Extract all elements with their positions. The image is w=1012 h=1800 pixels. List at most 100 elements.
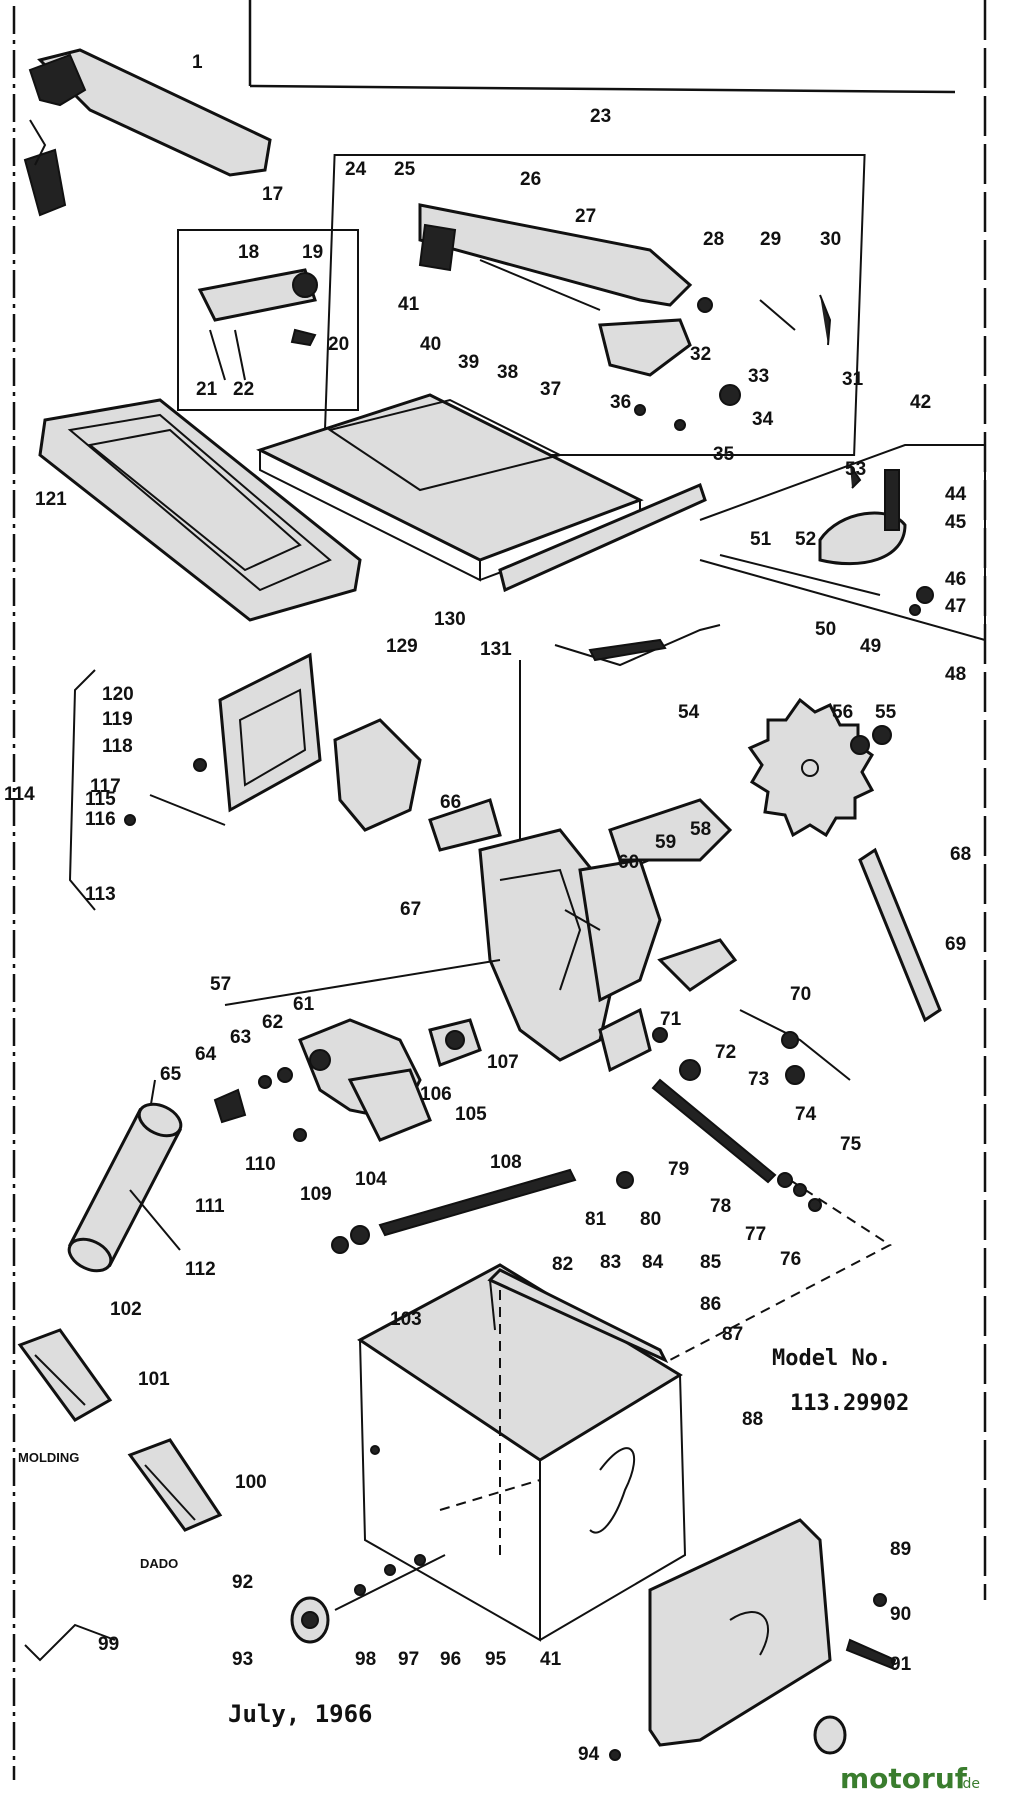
rip-fence-part	[323, 154, 866, 456]
part-label-81: 81	[585, 1209, 607, 1230]
table-top-part	[256, 393, 707, 593]
part-label-91: 91	[890, 1654, 912, 1675]
part-label-59: 59	[655, 832, 676, 853]
molding-caption: MOLDING	[18, 1450, 79, 1465]
model-info: Model No. 113.29902 July, 1966	[228, 1346, 909, 1728]
part-label-52: 52	[795, 529, 816, 550]
watermark-text: motoruf	[840, 1762, 968, 1795]
part-label-76: 76	[780, 1249, 801, 1270]
part-label-57: 57	[210, 974, 231, 995]
part-label-29: 29	[760, 229, 781, 250]
part-label-131: 131	[480, 639, 512, 660]
part-label-44: 44	[945, 484, 967, 505]
part-label-105: 105	[455, 1104, 487, 1125]
part-label-37: 37	[540, 379, 561, 400]
part-label-98: 98	[355, 1649, 376, 1670]
part-label-66: 66	[440, 792, 461, 813]
tilt-mechanism-part	[149, 959, 501, 1142]
part-label-48: 48	[945, 664, 966, 685]
part-label-34: 34	[752, 409, 774, 430]
part-label-35: 35	[713, 444, 735, 465]
model-number: 113.29902	[790, 1391, 909, 1416]
part-label-119: 119	[102, 709, 133, 730]
model-label: Model No.	[772, 1346, 891, 1371]
part-label-85: 85	[700, 1252, 722, 1273]
part-label-129: 129	[386, 636, 418, 657]
part-label-38: 38	[497, 362, 518, 383]
part-label-26: 26	[520, 169, 541, 190]
wrench-part	[554, 624, 721, 667]
part-label-25: 25	[394, 159, 416, 180]
part-label-86: 86	[700, 1294, 721, 1315]
part-label-18: 18	[238, 242, 259, 263]
part-label-90: 90	[890, 1604, 911, 1625]
part-label-64: 64	[195, 1044, 217, 1065]
part-label-31: 31	[842, 369, 864, 390]
part-label-1: 1	[192, 52, 203, 73]
part-label-97: 97	[398, 1649, 419, 1670]
part-label-58: 58	[690, 819, 711, 840]
watermark-suffix: .de	[958, 1776, 980, 1792]
part-label-67: 67	[400, 899, 421, 920]
miter-gauge-part	[699, 444, 986, 642]
part-label-89: 89	[890, 1539, 911, 1560]
part-label-24: 24	[345, 159, 367, 180]
part-label-77: 77	[745, 1224, 766, 1245]
part-label-49: 49	[860, 636, 881, 657]
cabinet-base-part	[357, 1263, 687, 1642]
part-label-88: 88	[742, 1409, 763, 1430]
part-label-19: 19	[302, 242, 323, 263]
part-label-47: 47	[945, 596, 966, 617]
part-label-80: 80	[640, 1209, 661, 1230]
trunnion-assembly	[428, 660, 851, 1085]
part-label-45: 45	[945, 512, 967, 533]
part-label-75: 75	[840, 1134, 862, 1155]
part-label-63: 63	[230, 1027, 251, 1048]
part-label-46: 46	[945, 569, 966, 590]
part-label-103: 103	[390, 1309, 422, 1330]
part-label-95: 95	[485, 1649, 507, 1670]
dado-head-part	[127, 1438, 223, 1532]
part-label-71: 71	[660, 1009, 682, 1030]
hex-key-part	[24, 1623, 116, 1662]
part-label-82: 82	[552, 1254, 573, 1275]
part-label-32: 32	[690, 344, 711, 365]
lock-knob-part	[290, 1554, 446, 1644]
part-label-108: 108	[490, 1152, 522, 1173]
part-label-42: 42	[910, 392, 931, 413]
part-label-107: 107	[487, 1052, 519, 1073]
part-label-20: 20	[328, 334, 349, 355]
part-label-21: 21	[196, 379, 218, 400]
part-label-30: 30	[820, 229, 841, 250]
page-frame	[12, 0, 987, 1780]
watermark-logo: motoruf .de	[840, 1762, 980, 1795]
part-label-74: 74	[795, 1104, 817, 1125]
part-label-100: 100	[235, 1472, 267, 1493]
part-label-116: 116	[85, 809, 116, 830]
captions: MOLDING DADO 41	[18, 1450, 562, 1670]
part-label-106: 106	[420, 1084, 452, 1105]
part-label-117: 117	[90, 776, 121, 797]
part-label-40: 40	[420, 334, 441, 355]
part-label-112: 112	[185, 1259, 216, 1280]
part-label-33: 33	[748, 366, 769, 387]
part-label-22: 22	[233, 379, 254, 400]
saw-blade-part	[747, 697, 892, 838]
part-label-96: 96	[440, 1649, 461, 1670]
handwheel-part	[67, 1102, 183, 1273]
frame-mark: 41	[540, 1649, 562, 1670]
side-panel-part	[609, 1518, 897, 1761]
part-label-118: 118	[102, 736, 133, 757]
part-label-114: 114	[4, 784, 35, 805]
part-label-50: 50	[815, 619, 836, 640]
part-label-17: 17	[262, 184, 283, 205]
part-number-labels: 1 17 18 19 20 21 22 23 24 25 26 27 28 29…	[4, 52, 971, 1765]
part-label-61: 61	[293, 994, 315, 1015]
part-label-92: 92	[232, 1572, 253, 1593]
part-label-113: 113	[85, 884, 116, 905]
part-label-109: 109	[300, 1184, 332, 1205]
part-label-110: 110	[245, 1154, 276, 1175]
elevation-screw-part	[331, 1168, 634, 1254]
part-label-115: 115	[85, 789, 116, 810]
